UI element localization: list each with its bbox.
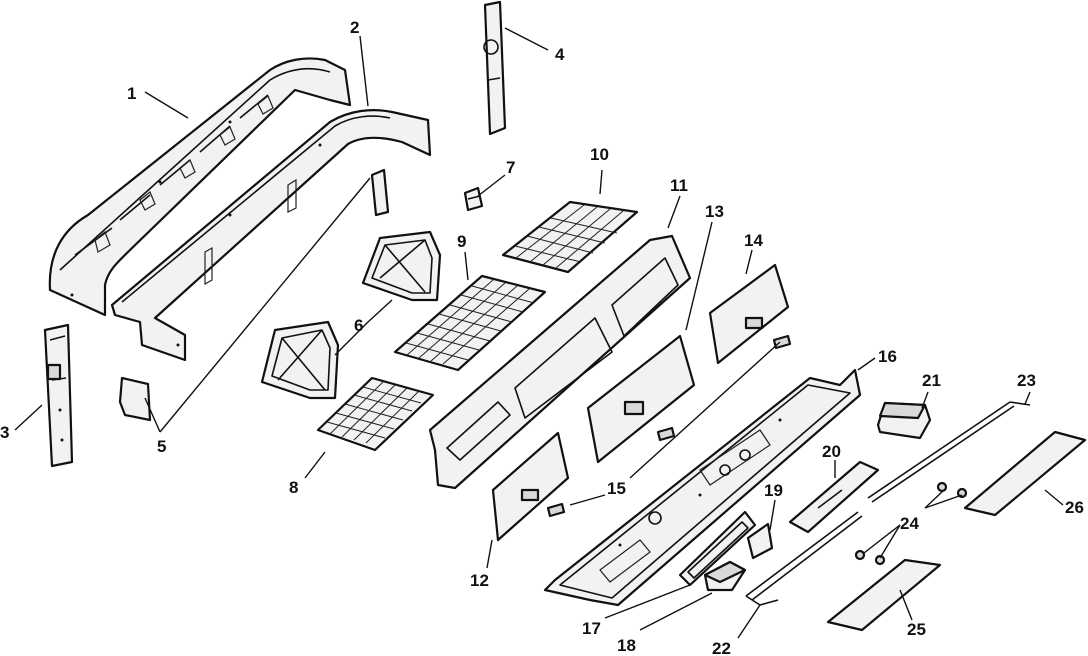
part-14-panel — [708, 263, 792, 365]
callout-13: 13 — [705, 202, 724, 221]
part-25-plate — [826, 558, 942, 632]
part-8-filter-grid — [316, 376, 435, 452]
callout-1: 1 — [127, 84, 136, 103]
callout-19: 19 — [764, 481, 783, 500]
callout-2: 2 — [350, 18, 359, 37]
callout-23: 23 — [1017, 371, 1036, 390]
part-7-clip — [463, 186, 484, 212]
callout-24: 24 — [900, 514, 919, 533]
callout-15: 15 — [607, 479, 626, 498]
part-4-right-pillar — [483, 0, 507, 136]
callout-12: 12 — [470, 571, 489, 590]
part-13-panel — [586, 334, 696, 464]
part-1-outer-shroud — [48, 57, 352, 317]
callout-3: 3 — [0, 423, 9, 442]
callout-17: 17 — [582, 619, 601, 638]
callout-4: 4 — [555, 45, 565, 64]
callout-20: 20 — [822, 442, 841, 461]
part-2-inner-frame — [110, 109, 432, 362]
part-17-frame — [678, 510, 757, 587]
callout-8: 8 — [289, 478, 298, 497]
callout-14: 14 — [744, 231, 763, 250]
part-9-filter-grid — [393, 274, 547, 372]
callout-11: 11 — [670, 176, 688, 195]
part-6-air-boxes — [260, 230, 442, 400]
callout-10: 10 — [590, 145, 609, 164]
callout-7: 7 — [506, 158, 515, 177]
callout-25: 25 — [907, 620, 926, 639]
part-12-panel — [491, 431, 570, 542]
part-21-block — [876, 401, 932, 440]
callout-26: 26 — [1065, 498, 1084, 517]
callout-9: 9 — [457, 232, 466, 251]
callout-16: 16 — [878, 347, 897, 366]
part-10-filter-grid — [501, 200, 639, 274]
part-23-rod — [867, 401, 1031, 503]
callout-6: 6 — [354, 316, 363, 335]
part-18-block — [703, 560, 747, 592]
part-11-window-frame — [428, 234, 692, 490]
part-26-plate — [963, 430, 1087, 517]
callout-18: 18 — [617, 636, 636, 655]
callout-5: 5 — [157, 437, 166, 456]
part-5-brackets — [118, 168, 390, 422]
part-19-bracket — [746, 522, 774, 560]
callout-labels: 1 2 3 4 5 6 7 8 9 10 11 12 13 14 15 16 1… — [0, 18, 1084, 656]
callout-21: 21 — [922, 371, 941, 390]
callout-22: 22 — [712, 639, 731, 656]
part-16-bottom-tray — [543, 368, 862, 607]
part-3-left-pillar — [43, 323, 74, 468]
part-20-slide-plate — [788, 460, 880, 534]
leader-lines — [14, 27, 1064, 639]
